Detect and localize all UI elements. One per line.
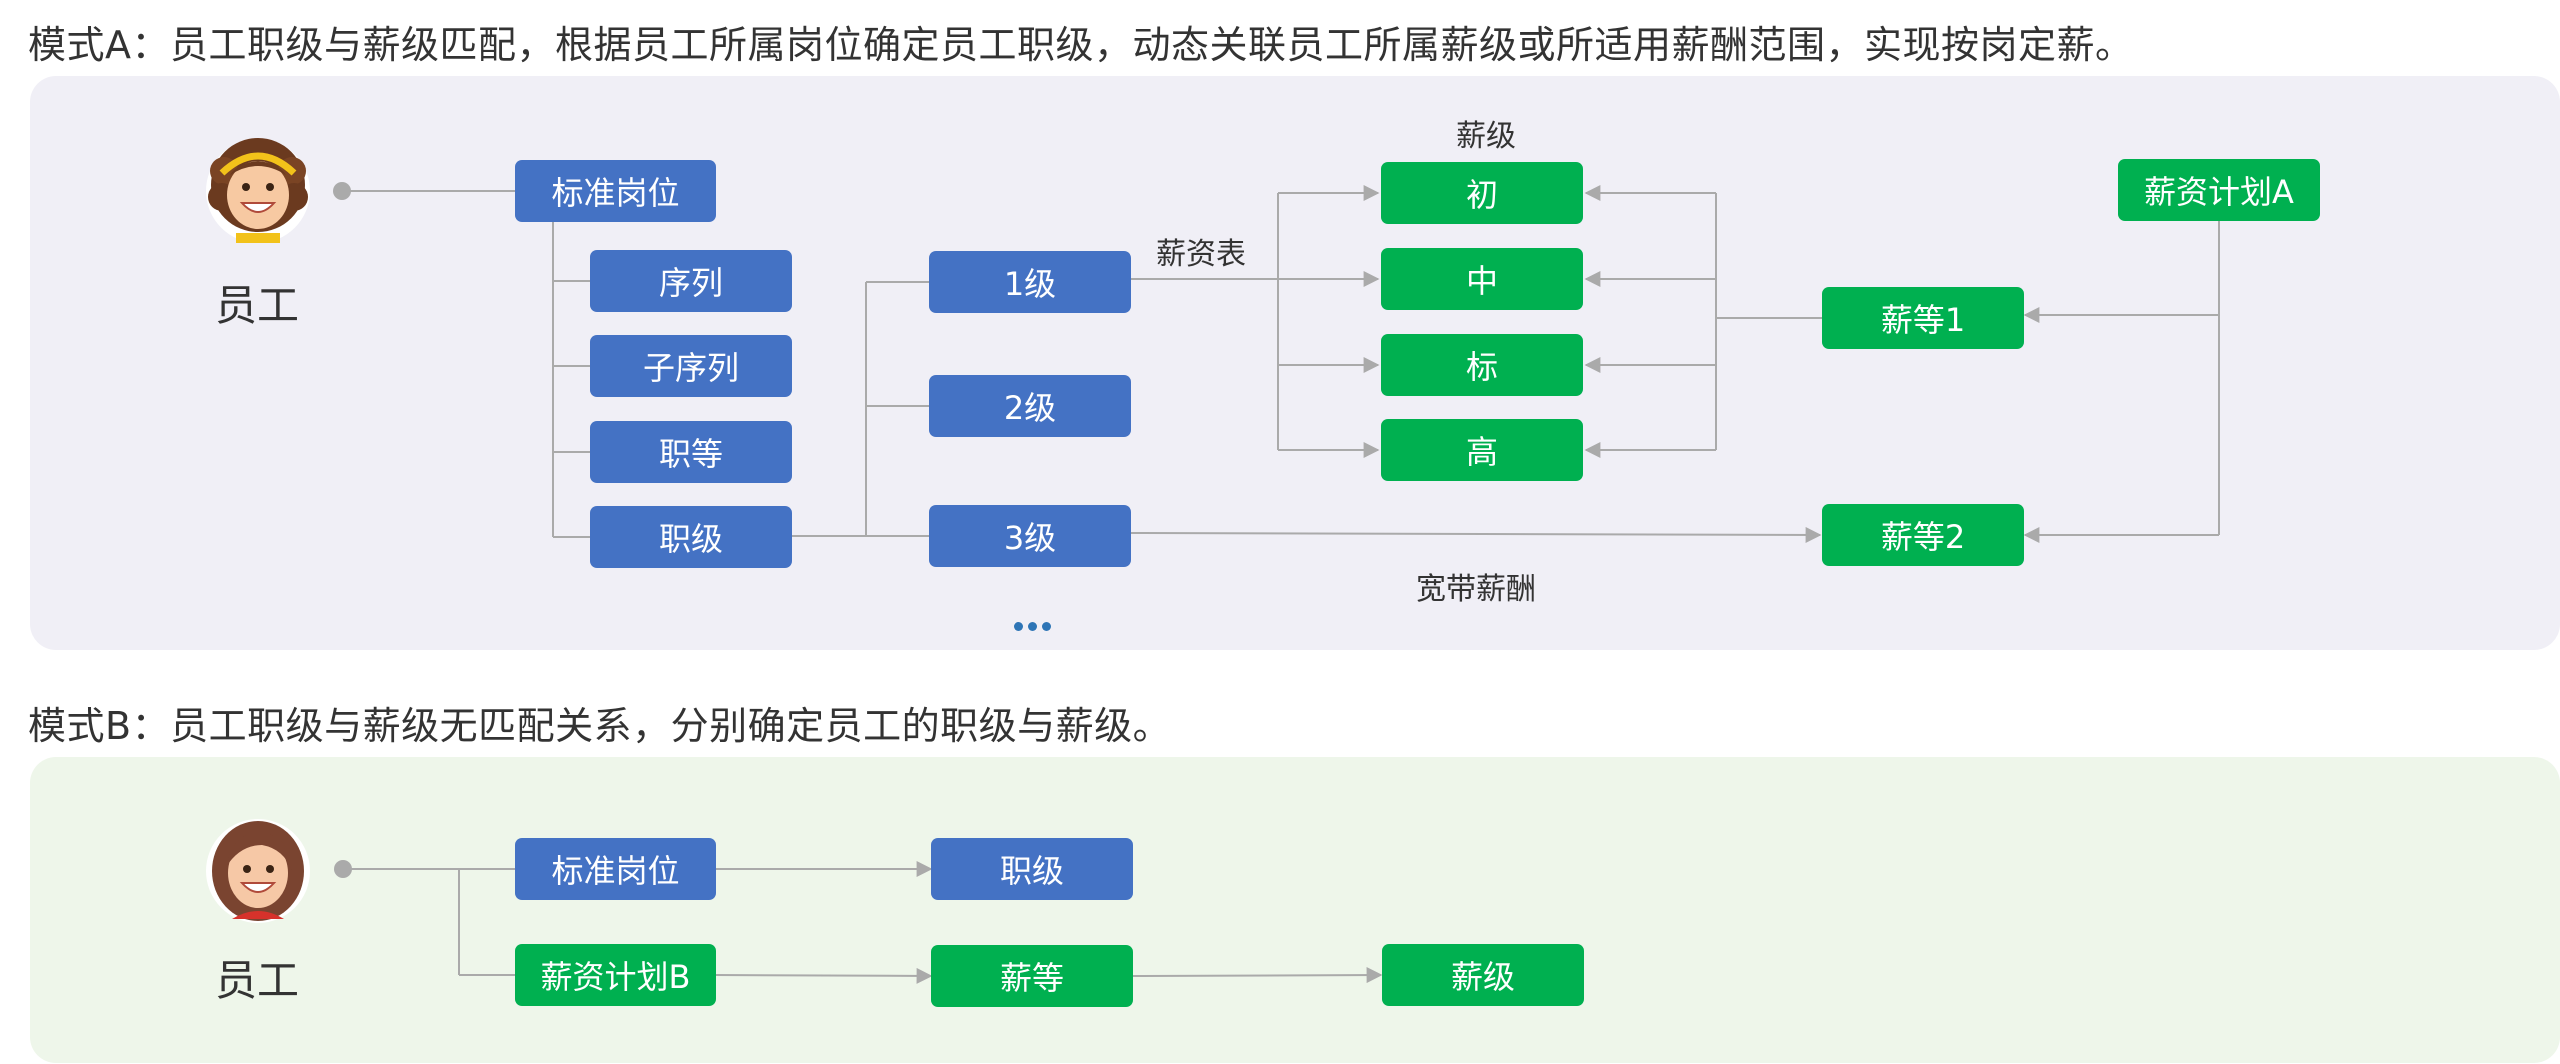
salary-grade-standard: 标 xyxy=(1381,334,1583,396)
job-level-node-b: 职级 xyxy=(931,838,1133,900)
employee-avatar-a xyxy=(206,138,310,243)
employee-label-b: 员工 xyxy=(215,956,300,1005)
level-node-1: 1级 xyxy=(929,251,1131,313)
ellipsis-icon xyxy=(1014,622,1051,631)
mode-b-heading: 模式B：员工职级与薪级无匹配关系，分别确定员工的职级与薪级。 xyxy=(28,704,1172,748)
salary-grade-high: 高 xyxy=(1381,419,1583,481)
position-attr-sequence: 序列 xyxy=(590,250,792,312)
salary-plan-a: 薪资计划A xyxy=(2118,159,2320,221)
salary-plan-b: 薪资计划B xyxy=(515,944,716,1006)
salary-grade-initial: 初 xyxy=(1381,162,1583,224)
salary-class-1: 薪等1 xyxy=(1822,287,2024,349)
level-node-3: 3级 xyxy=(929,505,1131,567)
salary-table-label: 薪资表 xyxy=(1156,237,1246,272)
position-attr-job-level: 职级 xyxy=(590,506,792,568)
mode-b-panel xyxy=(30,757,2560,1063)
salary-class-2: 薪等2 xyxy=(1822,504,2024,566)
salary-class-node-b: 薪等 xyxy=(931,945,1133,1007)
position-attr-subsequence: 子序列 xyxy=(590,335,792,397)
level-node-2: 2级 xyxy=(929,375,1131,437)
standard-position-node-b: 标准岗位 xyxy=(515,838,716,900)
salary-grade-middle: 中 xyxy=(1381,248,1583,310)
mode-a-heading: 模式A：员工职级与薪级匹配，根据员工所属岗位确定员工职级，动态关联员工所属薪级或… xyxy=(28,23,2134,67)
employee-label-a: 员工 xyxy=(215,281,300,330)
salary-grade-title: 薪级 xyxy=(1456,119,1516,154)
standard-position-node-a: 标准岗位 xyxy=(515,160,716,222)
position-attr-job-grade: 职等 xyxy=(590,421,792,483)
salary-grade-node-b: 薪级 xyxy=(1382,944,1584,1006)
broadband-salary-label: 宽带薪酬 xyxy=(1416,572,1536,607)
employee-avatar-b xyxy=(206,819,310,923)
